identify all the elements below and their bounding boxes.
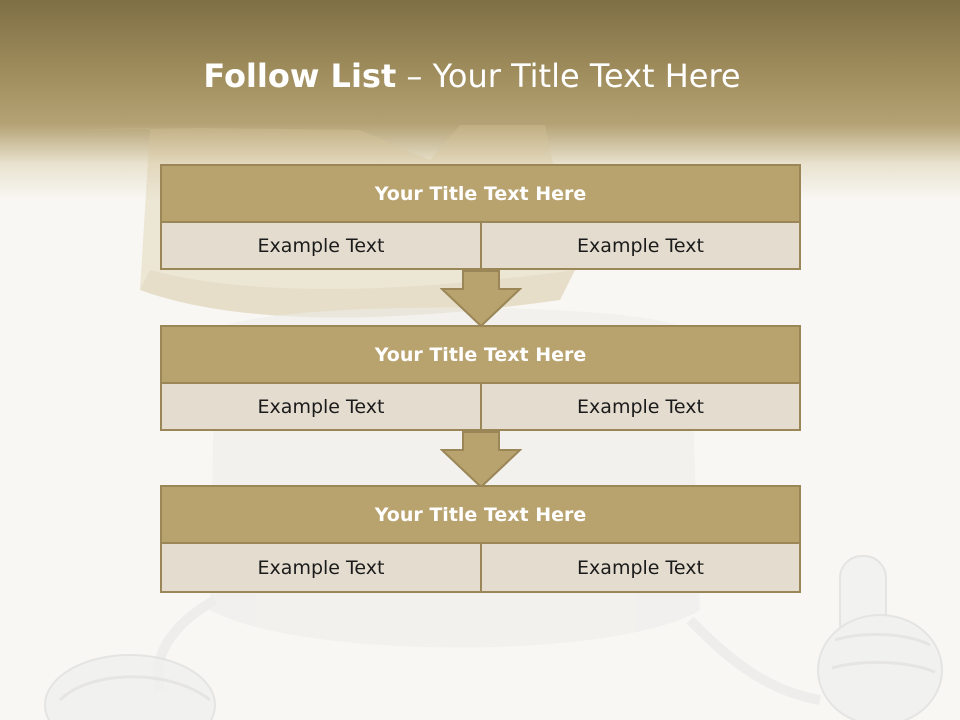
title-subtitle-part: – Your Title Text Here (396, 57, 741, 95)
box-title: Your Title Text Here (162, 166, 799, 221)
down-arrow-icon (440, 270, 522, 328)
box-title: Your Title Text Here (162, 327, 799, 382)
list-box-2: Your Title Text Here Example Text Exampl… (160, 325, 801, 431)
list-box-1: Your Title Text Here Example Text Exampl… (160, 164, 801, 270)
box-cell-left: Example Text (162, 223, 480, 268)
box-cell-right: Example Text (482, 544, 799, 591)
box-cell-right: Example Text (482, 384, 799, 429)
list-box-3: Your Title Text Here Example Text Exampl… (160, 485, 801, 593)
box-cell-left: Example Text (162, 544, 480, 591)
box-cell-right: Example Text (482, 223, 799, 268)
down-arrow-icon (440, 431, 522, 489)
slide-title: Follow List – Your Title Text Here (0, 52, 944, 100)
box-title: Your Title Text Here (162, 487, 799, 542)
title-bold-part: Follow List (203, 57, 397, 95)
box-cell-left: Example Text (162, 384, 480, 429)
